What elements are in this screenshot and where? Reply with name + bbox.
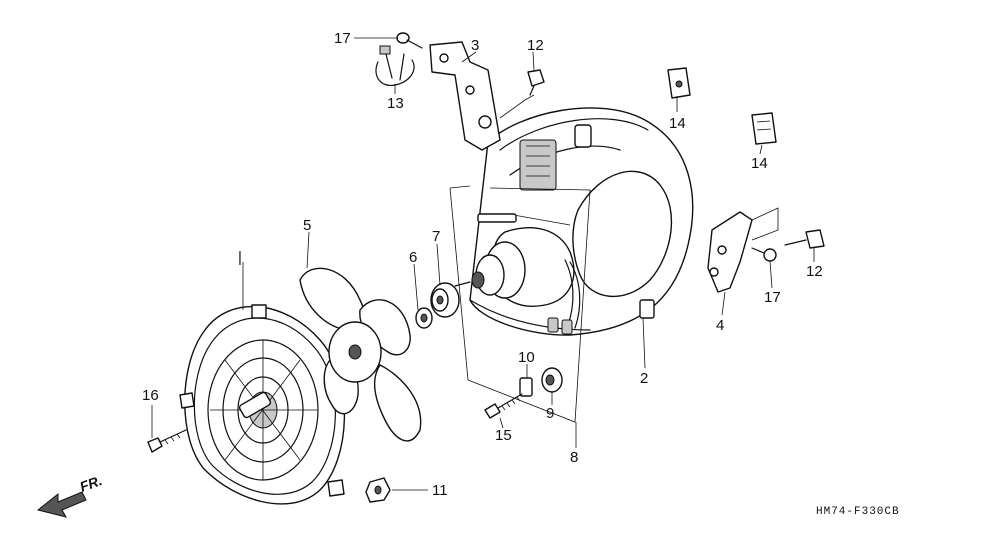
callout-12-right: 12 <box>806 263 823 280</box>
front-direction-indicator: FR. <box>36 472 105 518</box>
washer-6 <box>415 307 433 329</box>
clip-nut-right <box>751 112 777 145</box>
callout-14-upper: 14 <box>669 115 686 132</box>
fan-guard <box>179 304 346 505</box>
callout-labels: 17 3 12 13 14 14 12 17 4 2 5 6 7 8 9 10 … <box>142 30 823 499</box>
screw-16 <box>147 429 187 453</box>
callout-8: 8 <box>570 449 578 466</box>
upper-bracket <box>429 41 501 151</box>
lower-bracket <box>707 211 753 293</box>
nut-11 <box>365 477 391 503</box>
callout-15: 15 <box>495 427 512 444</box>
front-label: FR. <box>78 472 105 495</box>
front-arrow-icon <box>36 491 87 518</box>
callout-6: 6 <box>409 249 417 266</box>
callout-14-right: 14 <box>751 155 768 172</box>
drawing-code: HM74-F330CB <box>816 506 900 518</box>
callout-12-upper: 12 <box>527 37 544 54</box>
wire-clamp <box>375 45 415 87</box>
bolt-17-right <box>751 247 777 262</box>
callout-13: 13 <box>387 95 404 112</box>
callout-10: 10 <box>518 349 535 366</box>
leader-lines <box>151 37 815 491</box>
callout-1: | <box>238 249 242 266</box>
callout-2: 2 <box>640 370 648 387</box>
bolt-12-upper <box>527 69 545 96</box>
callout-9: 9 <box>546 405 554 422</box>
damper-7 <box>430 282 460 318</box>
screw-15 <box>484 393 523 419</box>
callout-16: 16 <box>142 387 159 404</box>
clip-nut-upper <box>667 67 691 99</box>
callout-17-upper: 17 <box>334 30 351 47</box>
bolt-17-upper <box>396 32 423 49</box>
callout-3: 3 <box>471 37 479 54</box>
grommet-9 <box>541 367 563 393</box>
callout-5: 5 <box>303 217 311 234</box>
callout-17-right: 17 <box>764 289 781 306</box>
callout-11: 11 <box>432 482 448 499</box>
callout-7: 7 <box>432 228 440 245</box>
collar-10 <box>519 377 533 397</box>
callout-4: 4 <box>716 317 724 334</box>
fan-motor <box>454 213 581 335</box>
bolt-12-right <box>784 229 825 249</box>
fan-blade <box>299 267 422 442</box>
